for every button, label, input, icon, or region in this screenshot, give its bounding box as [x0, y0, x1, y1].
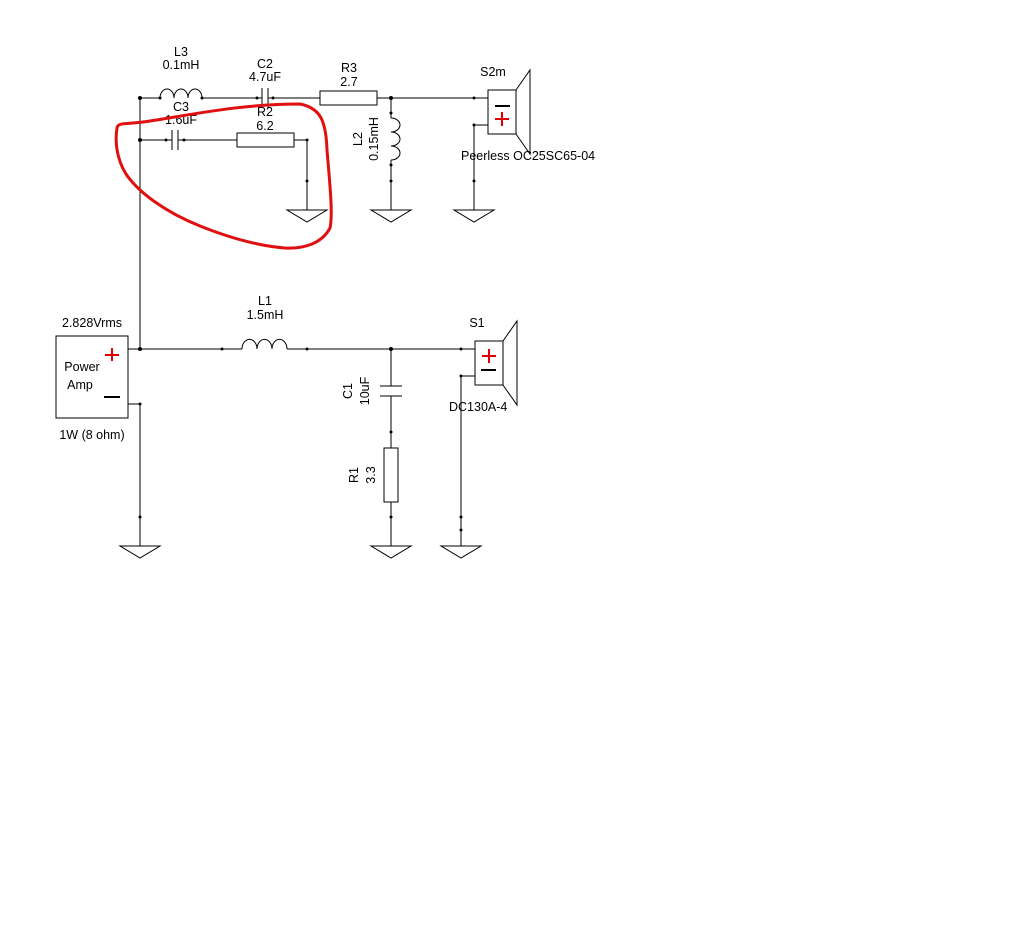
r1-ref: R1	[347, 467, 361, 483]
l2-value: 0.15mH	[367, 117, 381, 161]
s2m-model: Peerless OC25SC65-04	[461, 149, 595, 163]
inductor-L1	[241, 338, 288, 350]
r1-value: 3.3	[364, 466, 378, 483]
r3-value: 2.7	[340, 75, 357, 89]
c1-ref: C1	[341, 383, 355, 399]
l2-ref: L2	[351, 132, 365, 146]
resistor-R1	[383, 447, 399, 503]
speaker-icon	[474, 319, 518, 407]
c2-value: 4.7uF	[249, 70, 281, 84]
ground-icon	[439, 545, 483, 559]
c2-ref: C2	[257, 57, 273, 71]
node-dots	[138, 96, 476, 532]
l1-value: 1.5mH	[247, 308, 284, 322]
inductor-L3	[159, 88, 203, 99]
speaker-icon	[487, 68, 531, 156]
amp-plus-terminal	[105, 348, 119, 361]
s1-ref: S1	[469, 316, 484, 330]
amp-label-line1: Power	[64, 360, 99, 374]
c1-value: 10uF	[358, 376, 372, 405]
s2m-ref: S2m	[480, 65, 506, 79]
c3-ref: C3	[173, 100, 189, 114]
ground-icon	[118, 545, 162, 559]
ground-icon	[285, 209, 329, 223]
inductor-L2	[390, 117, 401, 161]
amp-rating: 1W (8 ohm)	[59, 428, 124, 442]
s1-model: DC130A-4	[449, 400, 507, 414]
amp-voltage: 2.828Vrms	[62, 316, 122, 330]
ground-icon	[369, 209, 413, 223]
resistor-R3	[319, 90, 378, 106]
r2-value: 6.2	[256, 119, 273, 133]
ground-icon	[452, 209, 496, 223]
power-amp-box	[55, 335, 129, 419]
l3-value: 0.1mH	[163, 58, 200, 72]
ground-icon	[369, 545, 413, 559]
r3-ref: R3	[341, 61, 357, 75]
red-annotation-circle	[114, 102, 333, 250]
capacitor-C3	[171, 130, 179, 150]
l3-ref: L3	[174, 45, 188, 59]
r2-ref: R2	[257, 105, 273, 119]
capacitor-C1	[380, 385, 402, 397]
resistor-R2	[236, 132, 295, 148]
l1-ref: L1	[258, 294, 272, 308]
amp-label-line2: Amp	[67, 378, 93, 392]
